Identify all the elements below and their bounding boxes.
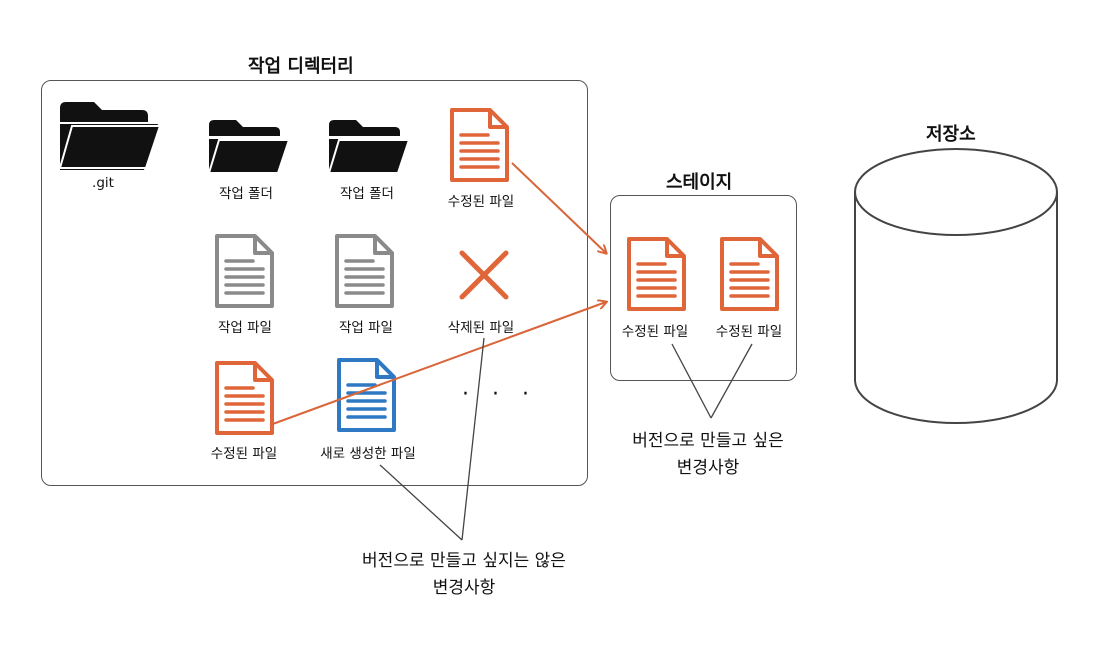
git-folder-label: .git: [92, 175, 114, 191]
versioned-changes-note: 버전으로 만들고 싶은 변경사항: [632, 428, 784, 482]
modified-file-label-bottom: 수정된 파일: [210, 446, 278, 462]
modified-file-icon: [215, 361, 274, 435]
working-directory-title: 작업 디렉터리: [248, 56, 354, 77]
folder-icon: [327, 120, 411, 174]
work-folder-label-1: 작업 폴더: [219, 186, 273, 202]
staged-file-icon: [720, 237, 779, 311]
work-folder-label-2: 작업 폴더: [340, 186, 394, 202]
repository-title: 저장소: [926, 124, 976, 145]
staged-file-label-2: 수정된 파일: [715, 324, 783, 340]
unversioned-note-line-2: 변경사항: [432, 578, 496, 598]
new-file-icon: [337, 358, 396, 432]
repository-cylinder-icon: [854, 148, 1058, 424]
new-file-label: 새로 생성한 파일: [320, 446, 416, 462]
deleted-x-icon: [459, 250, 509, 300]
file-icon: [215, 234, 274, 308]
unversioned-note-line-1: 버전으로 만들고 싶지는 않은: [362, 551, 566, 571]
deleted-file-label: 삭제된 파일: [447, 320, 515, 336]
git-folder-icon: [58, 102, 162, 170]
versioned-note-line-1: 버전으로 만들고 싶은: [632, 431, 784, 451]
staged-file-icon: [627, 237, 686, 311]
work-file-label-1: 작업 파일: [218, 320, 272, 336]
staged-file-label-1: 수정된 파일: [621, 324, 689, 340]
work-file-label-2: 작업 파일: [339, 320, 393, 336]
modified-file-icon: [450, 108, 509, 182]
stage-title: 스테이지: [666, 172, 733, 193]
file-icon: [335, 234, 394, 308]
folder-icon: [207, 120, 291, 174]
versioned-note-line-2: 변경사항: [676, 458, 740, 478]
modified-file-label-top: 수정된 파일: [447, 194, 515, 210]
unversioned-changes-note: 버전으로 만들고 싶지는 않은 변경사항: [362, 548, 566, 602]
ellipsis: · · ·: [462, 382, 537, 407]
